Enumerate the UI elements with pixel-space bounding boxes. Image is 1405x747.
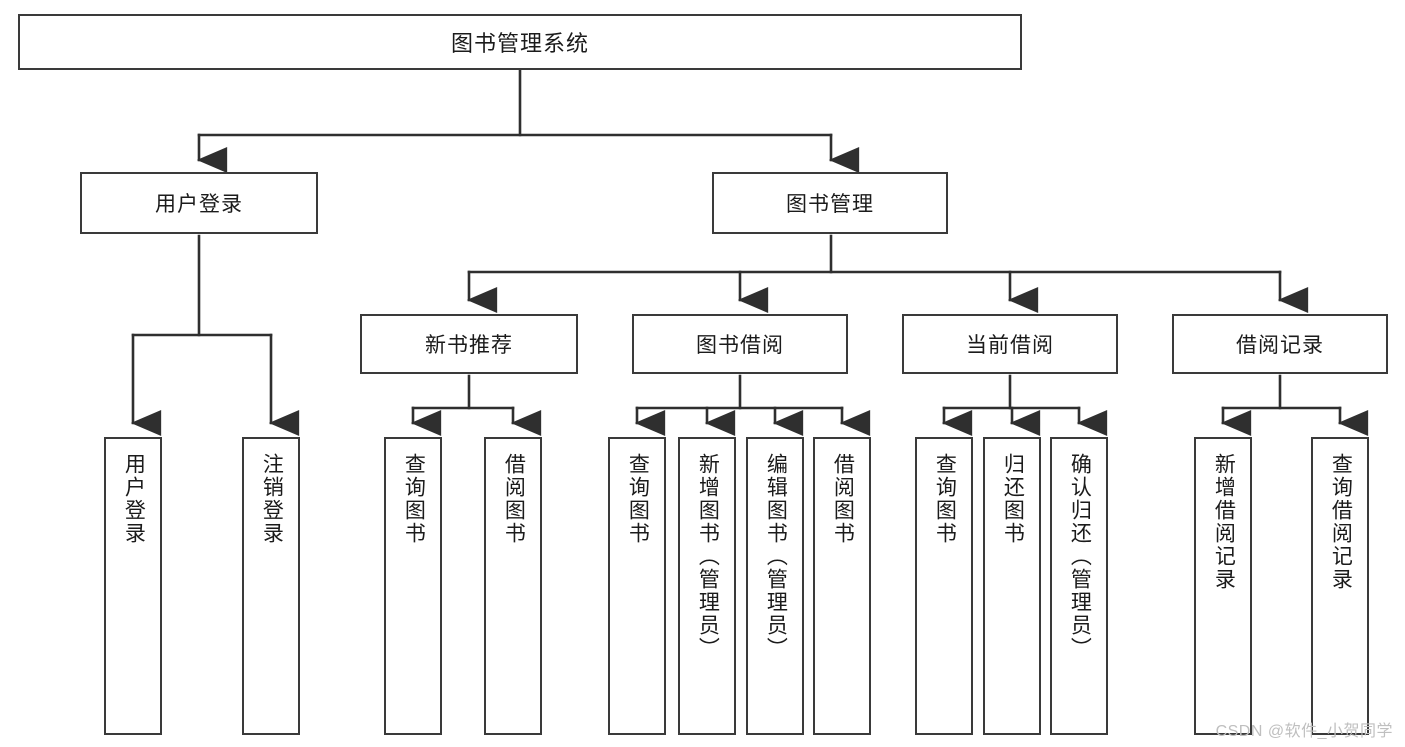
leaf-new-book-borrow[interactable]: 借阅图书	[484, 437, 542, 735]
leaf-user-login-signin[interactable]: 用户登录	[104, 437, 162, 735]
leaf-label: 查询图书	[626, 453, 650, 545]
leaf-borrow-record-query[interactable]: 查询借阅记录	[1311, 437, 1369, 735]
leaf-label: 注销登录	[260, 453, 284, 545]
leaf-label: 用户登录	[122, 453, 146, 545]
leaf-label: 查询图书	[933, 453, 957, 545]
leaf-label: 新增借阅记录	[1212, 453, 1236, 591]
node-new-book-recommend[interactable]: 新书推荐	[360, 314, 578, 374]
leaf-label: 借阅图书	[831, 453, 855, 545]
node-root-label: 图书管理系统	[450, 31, 589, 56]
node-book-management[interactable]: 图书管理	[712, 172, 948, 234]
leaf-label: 查询借阅记录	[1329, 453, 1353, 591]
leaf-current-borrow-return[interactable]: 归还图书	[983, 437, 1041, 735]
leaf-new-book-query[interactable]: 查询图书	[384, 437, 442, 735]
leaf-label: 编辑图书（管理员）	[764, 453, 788, 660]
leaf-book-borrow-edit[interactable]: 编辑图书（管理员）	[746, 437, 804, 735]
leaf-label: 确认归还（管理员）	[1068, 453, 1092, 660]
leaf-book-borrow-lend[interactable]: 借阅图书	[813, 437, 871, 735]
node-borrow-record[interactable]: 借阅记录	[1172, 314, 1388, 374]
csdn-watermark: CSDN @软件_小贺同学	[1215, 723, 1393, 740]
node-book-borrow[interactable]: 图书借阅	[632, 314, 848, 374]
node-user-login-label: 用户登录	[155, 193, 243, 216]
leaf-label: 新增图书（管理员）	[696, 453, 720, 660]
leaf-book-borrow-query[interactable]: 查询图书	[608, 437, 666, 735]
node-book-borrow-label: 图书借阅	[696, 334, 784, 357]
leaf-user-login-signout[interactable]: 注销登录	[242, 437, 300, 735]
leaf-borrow-record-add[interactable]: 新增借阅记录	[1194, 437, 1252, 735]
leaf-label: 归还图书	[1001, 453, 1025, 545]
leaf-label: 借阅图书	[502, 453, 526, 545]
node-borrow-record-label: 借阅记录	[1236, 334, 1324, 357]
node-new-book-recommend-label: 新书推荐	[425, 334, 513, 357]
node-root[interactable]: 图书管理系统	[18, 14, 1022, 70]
leaf-book-borrow-add[interactable]: 新增图书（管理员）	[678, 437, 736, 735]
node-current-borrow[interactable]: 当前借阅	[902, 314, 1118, 374]
node-book-management-label: 图书管理	[786, 193, 874, 216]
node-current-borrow-label: 当前借阅	[966, 334, 1054, 357]
leaf-current-borrow-query[interactable]: 查询图书	[915, 437, 973, 735]
node-user-login[interactable]: 用户登录	[80, 172, 318, 234]
leaf-label: 查询图书	[402, 453, 426, 545]
leaf-current-borrow-confirm-return[interactable]: 确认归还（管理员）	[1050, 437, 1108, 735]
